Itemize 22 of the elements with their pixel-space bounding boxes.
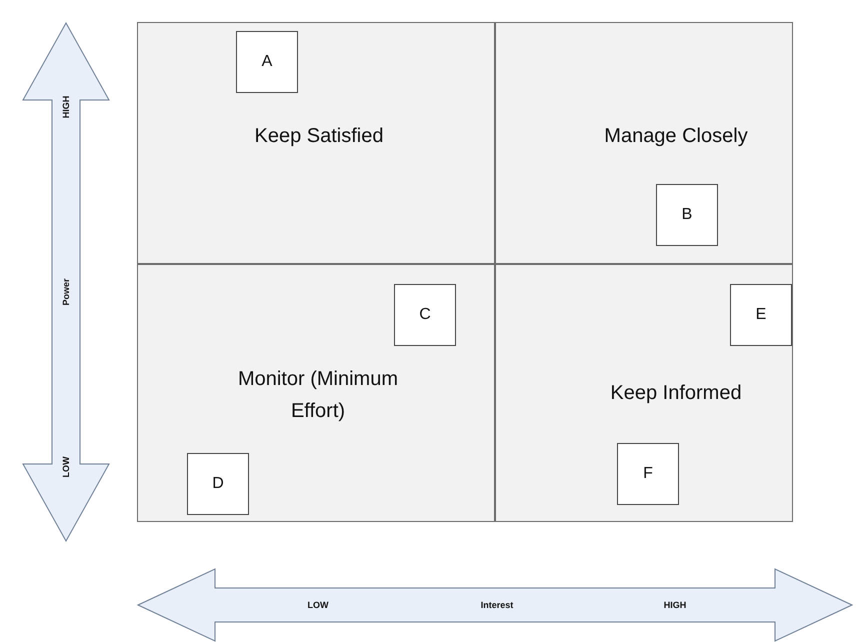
- stakeholder-box: C: [394, 284, 456, 346]
- quadrant-panel: [495, 22, 793, 264]
- axis-label: Power: [61, 278, 71, 306]
- quadrant-label: Manage Closely: [603, 124, 749, 149]
- stakeholder-box: A: [236, 31, 298, 93]
- stakeholder-box: D: [187, 453, 249, 515]
- quadrant-panel: [137, 264, 495, 522]
- axis-label: Interest: [480, 600, 514, 610]
- double-arrow: [22, 22, 110, 542]
- quadrant-panel: [495, 264, 793, 522]
- quadrant-label: Keep Satisfied: [254, 124, 384, 149]
- double-arrow: [137, 568, 853, 642]
- quadrant-panel: [137, 22, 495, 264]
- stakeholder-box: E: [730, 284, 792, 346]
- stakeholder-box: F: [617, 443, 679, 505]
- quadrant-label: Monitor (Minimum Effort): [236, 367, 400, 424]
- axis-label: LOW: [308, 600, 328, 610]
- stakeholder-box: B: [656, 184, 718, 246]
- axis-label: LOW: [61, 456, 71, 478]
- quadrant-label: Keep Informed: [609, 381, 743, 406]
- axis-label: HIGH: [664, 600, 686, 610]
- axis-label: HIGH: [61, 96, 71, 118]
